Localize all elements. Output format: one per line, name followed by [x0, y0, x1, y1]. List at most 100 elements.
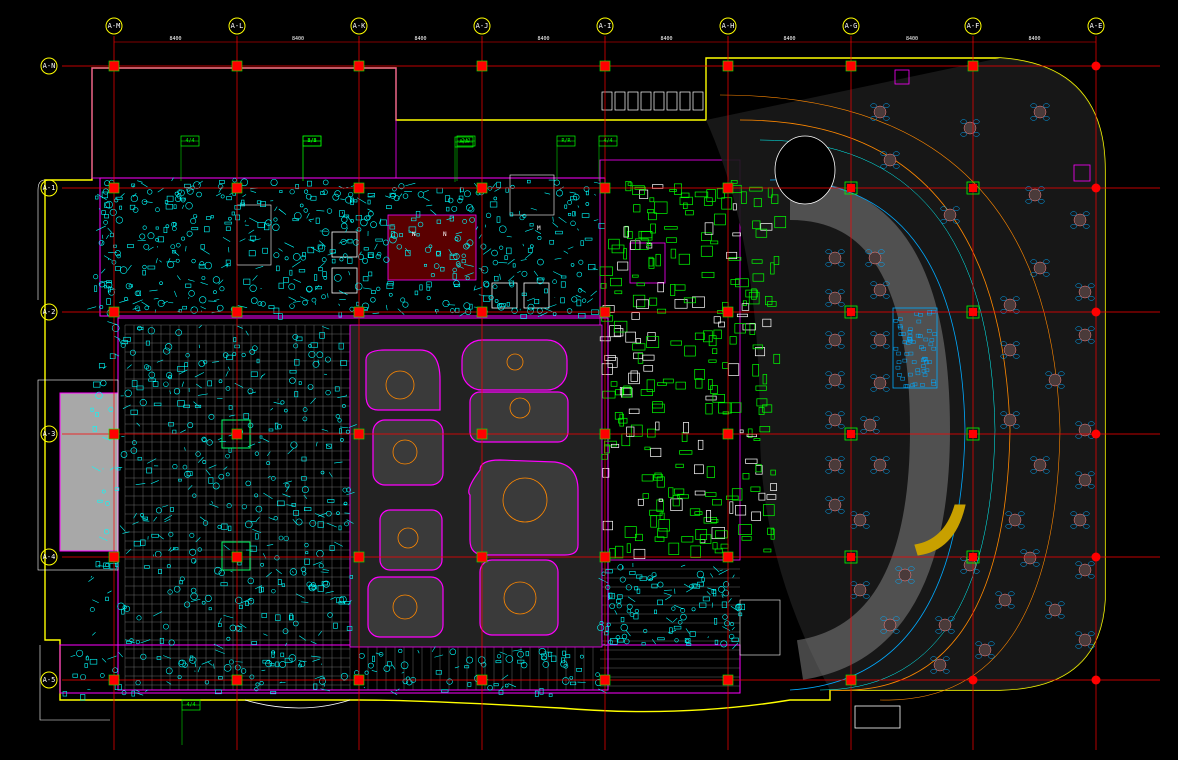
fixture-line — [298, 635, 307, 641]
fixture-box — [172, 547, 179, 551]
fixture-line — [267, 451, 271, 456]
fixture-box — [617, 594, 623, 600]
fixture-symbol — [537, 236, 542, 241]
fixture-symbol — [300, 255, 306, 261]
fixture-box — [315, 217, 320, 224]
fixture-line — [293, 278, 301, 283]
fixture-box — [140, 539, 146, 546]
fixture-symbol — [491, 249, 498, 257]
fixture-symbol — [175, 258, 180, 263]
equipment-block — [656, 499, 664, 512]
fixture-symbol — [115, 216, 123, 224]
fixture-box — [121, 340, 128, 345]
fixture-line — [598, 688, 608, 694]
fixture-line — [651, 639, 656, 645]
equipment-block — [630, 370, 638, 382]
fixture-box — [136, 290, 141, 296]
fixture-box — [294, 391, 299, 398]
fixture-line — [508, 683, 517, 688]
fixture-box — [307, 246, 315, 254]
equipment-block — [674, 299, 688, 309]
fixture-box — [339, 210, 345, 217]
fixture-line — [92, 599, 99, 604]
fixture-box — [226, 196, 232, 201]
fixture-symbol — [247, 422, 254, 429]
row-axis-label: A-3 — [43, 430, 56, 438]
equipment-block — [770, 528, 775, 540]
fixture-symbol — [298, 663, 302, 668]
fixture-symbol — [468, 206, 475, 213]
fixture-symbol — [173, 585, 181, 593]
fixture-box — [126, 640, 132, 644]
fixture-line — [707, 587, 715, 591]
fixture-symbol — [257, 301, 263, 306]
round-table — [1030, 456, 1050, 474]
fixture-symbol — [462, 219, 468, 224]
fixture-symbol — [241, 504, 247, 510]
fixture-symbol — [105, 501, 110, 506]
fixture-symbol — [168, 639, 175, 646]
fixture-line — [534, 230, 542, 234]
fixture-line — [287, 447, 295, 455]
structural-column — [108, 60, 120, 72]
equipment-block — [699, 534, 712, 544]
fixture-line — [478, 267, 485, 271]
fixture-line — [208, 464, 217, 469]
fixture-line — [226, 263, 229, 268]
fixture-symbol — [172, 222, 177, 227]
fixture-box — [435, 670, 442, 675]
fixture-symbol — [377, 251, 382, 257]
fixture-box — [226, 354, 233, 361]
fixture-symbol — [139, 233, 146, 240]
fixture-line — [401, 671, 405, 674]
fixture-symbol — [254, 493, 259, 498]
fixture-line — [367, 208, 373, 212]
fixture-line — [314, 284, 320, 291]
fixture-line — [499, 273, 501, 280]
fixture-line — [721, 593, 724, 598]
row-axis-label: A-2 — [43, 308, 56, 316]
equipment-block — [646, 336, 660, 348]
dimension-value: 8400 — [906, 36, 918, 42]
row-axis-bubble: A-3 — [40, 425, 58, 443]
fixture-symbol — [606, 622, 611, 627]
fixture-symbol — [155, 507, 162, 514]
fixture-symbol — [311, 586, 316, 591]
fixture-symbol — [187, 422, 194, 429]
stage-platform — [892, 307, 938, 389]
fixture-line — [614, 610, 618, 615]
fixture-box — [346, 626, 353, 631]
fixture-line — [245, 330, 249, 336]
fixture-symbol — [685, 638, 690, 643]
fixture-symbol — [561, 677, 570, 685]
equipment-block — [718, 402, 732, 414]
fixture-symbol — [99, 673, 105, 678]
seat — [896, 351, 901, 356]
structural-column — [969, 184, 977, 192]
seat — [897, 373, 902, 377]
round-table — [870, 456, 890, 474]
fixture-box — [248, 250, 256, 257]
fixture-box — [256, 200, 262, 204]
round-table — [1075, 631, 1095, 649]
round-table — [1000, 411, 1020, 429]
fixture-box — [277, 500, 285, 507]
fixture-box — [549, 239, 554, 245]
fixture-line — [194, 661, 197, 667]
fixture-symbol — [108, 288, 115, 296]
fixture-symbol — [634, 608, 640, 614]
fixture-symbol — [321, 228, 330, 236]
structural-column — [353, 182, 365, 194]
fixture-box — [322, 271, 327, 277]
fixture-box — [220, 582, 228, 587]
fixture-box — [657, 637, 665, 641]
fixture-symbol — [293, 343, 299, 349]
fixture-box — [390, 231, 395, 238]
equipment-block — [630, 424, 643, 437]
fixture-line — [105, 234, 109, 240]
storage-locker — [666, 91, 678, 111]
equipment-block — [658, 498, 663, 502]
col-axis-bubble: A-I — [596, 17, 614, 35]
fixture-line — [132, 299, 143, 305]
round-table — [975, 641, 995, 659]
